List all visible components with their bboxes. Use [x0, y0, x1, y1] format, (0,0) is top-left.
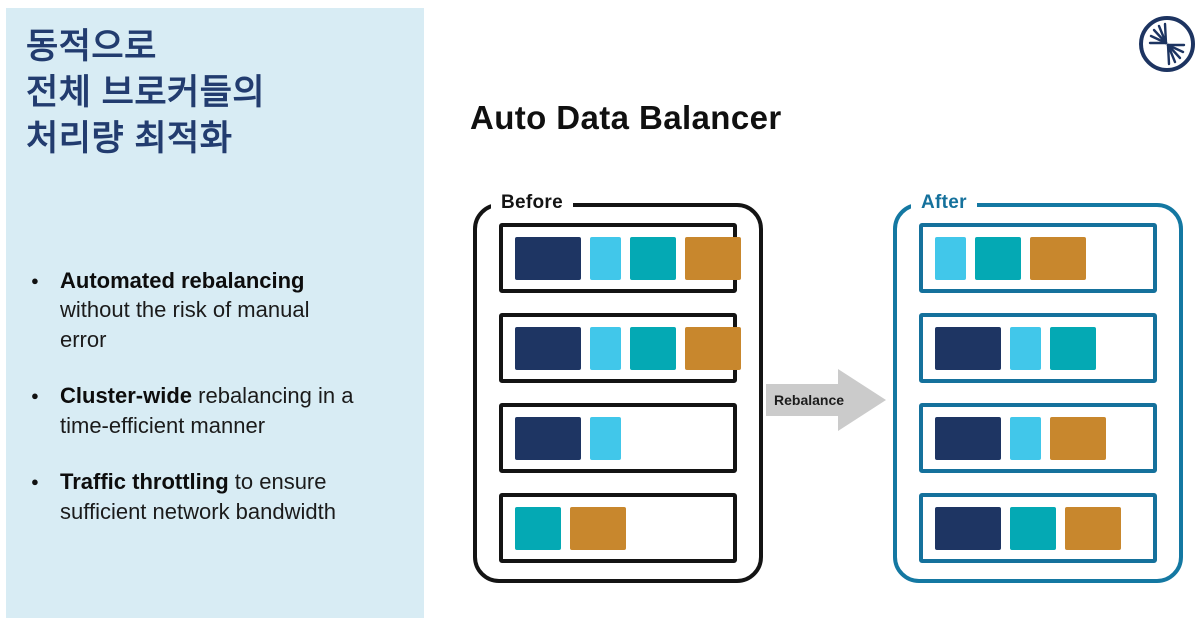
- partition-block-teal: [630, 326, 676, 370]
- rebalance-arrow-label: Rebalance: [774, 392, 845, 408]
- partition-block-orange: [685, 326, 741, 370]
- bullet-list: Automated rebalancing without the risk o…: [30, 266, 360, 553]
- partition-block-cyan: [590, 326, 621, 370]
- sidebar-title-line-3: 처리량 최적화: [26, 118, 233, 158]
- broker-row: [499, 403, 737, 473]
- page-title: Auto Data Balancer: [470, 99, 782, 136]
- broker-row: [919, 313, 1157, 383]
- partition-block-orange: [1030, 236, 1086, 280]
- bullet-rest-text: rebalancing in a time-efficient manner: [60, 383, 354, 438]
- arrow-right-icon: [766, 369, 886, 431]
- bullet-item-traffic-throttling: Traffic throttling to ensure sufficient …: [30, 467, 360, 526]
- partition-block-cyan: [590, 236, 621, 280]
- before-panel: Before: [473, 192, 763, 583]
- partition-block-teal: [975, 236, 1021, 280]
- partition-block-cyan: [1010, 416, 1041, 460]
- partition-block-navy: [935, 506, 1001, 550]
- bullet-item-automated-rebalancing: Automated rebalancing without the risk o…: [30, 266, 360, 354]
- confluent-logo-icon: [1136, 13, 1198, 75]
- after-label: After: [911, 192, 977, 214]
- bullet-bold-text: Automated rebalancing: [60, 268, 305, 293]
- partition-block-cyan: [1010, 326, 1041, 370]
- broker-row: [499, 313, 741, 383]
- broker-row: [919, 223, 1157, 293]
- bullet-rest-text: to ensure sufficient network bandwidth: [60, 469, 336, 524]
- partition-block-orange: [1050, 416, 1106, 460]
- partition-block-orange: [685, 236, 741, 280]
- broker-row: [919, 493, 1157, 563]
- partition-block-teal: [1050, 326, 1096, 370]
- confluent-logo-svg: [1139, 16, 1195, 72]
- sidebar: 동적으로 전체 브로커들의 처리량 최적화 Automated rebalanc…: [6, 8, 424, 618]
- partition-block-teal: [1010, 506, 1056, 550]
- before-label: Before: [491, 192, 573, 214]
- bullet-rest-text: without the risk of manual error: [60, 297, 310, 352]
- broker-row: [499, 493, 737, 563]
- partition-block-navy: [935, 326, 1001, 370]
- sidebar-title-line-1: 동적으로: [26, 27, 157, 66]
- partition-block-teal: [515, 506, 561, 550]
- partition-block-cyan: [590, 416, 621, 460]
- partition-block-orange: [1065, 506, 1121, 550]
- sidebar-title-line-2: 전체 브로커들의: [26, 72, 266, 112]
- broker-row: [919, 403, 1157, 473]
- partition-block-navy: [515, 236, 581, 280]
- bullet-bold-text: Cluster-wide: [60, 383, 193, 409]
- bullet-item-cluster-wide: Cluster-wide rebalancing in a time-effic…: [30, 381, 360, 440]
- rebalance-arrow: Rebalance: [766, 368, 888, 432]
- partition-block-cyan: [935, 236, 966, 280]
- bullet-bold-text: Traffic throttling: [60, 469, 229, 495]
- partition-block-orange: [570, 506, 626, 550]
- partition-block-navy: [935, 416, 1001, 460]
- broker-row: [499, 223, 741, 293]
- after-panel: After: [893, 192, 1183, 583]
- sidebar-title: 동적으로 전체 브로커들의 처리량 최적화: [26, 24, 265, 162]
- partition-block-navy: [515, 326, 581, 370]
- partition-block-teal: [630, 236, 676, 280]
- partition-block-navy: [515, 416, 581, 460]
